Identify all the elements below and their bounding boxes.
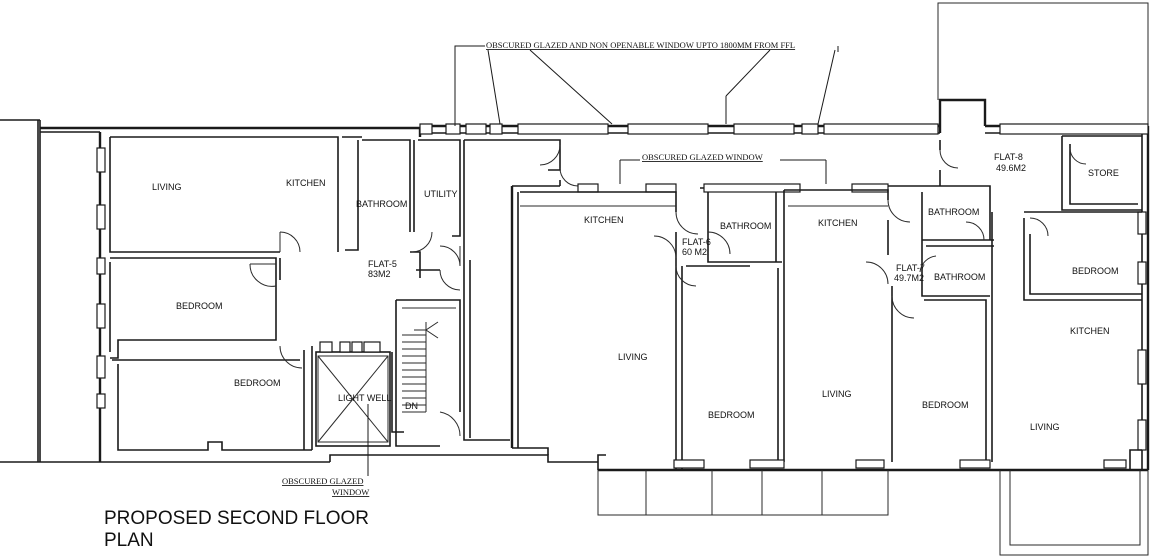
flat5-bathroom-label: BATHROOM	[356, 199, 407, 209]
flat6-doors	[653, 211, 731, 287]
flat6-bedroom-label: BEDROOM	[708, 410, 755, 420]
flat8-name-label: FLAT-8	[994, 152, 1023, 162]
flat8-store-label: STORE	[1088, 168, 1119, 178]
flat8-living-label: LIVING	[1030, 422, 1060, 432]
flat5-name-label: FLAT-5	[368, 259, 397, 269]
flat5-doors	[249, 231, 461, 369]
flat8-walls	[939, 135, 1142, 301]
light-well-label: LIGHT WELL	[338, 393, 391, 403]
flat6-living-label: LIVING	[618, 352, 648, 362]
note-obscured-glazed-line1: OBSCURED GLAZED	[282, 476, 363, 486]
flat7-bathroom2-label: BATHROOM	[934, 272, 985, 282]
flat7-area-label: 49.7M2	[894, 273, 924, 283]
annotation-leaders	[367, 45, 839, 476]
flat8-bedroom-label: BEDROOM	[1072, 266, 1119, 276]
flat5-area-label: 83M2	[368, 269, 391, 279]
flat6-area-label: 60 M2	[682, 247, 707, 257]
west-windows	[96, 147, 1147, 451]
flat8-area-label: 49.6M2	[996, 163, 1026, 173]
flat6-kitchen-label: KITCHEN	[584, 215, 624, 225]
note-obscured-glazed-window: OBSCURED GLAZED WINDOW	[642, 152, 763, 162]
stair-treads	[402, 321, 439, 413]
flat5-kitchen-label: KITCHEN	[286, 178, 326, 188]
note-obscured-non-openable: OBSCURED GLAZED AND NON OPENABLE WINDOW …	[486, 40, 795, 50]
flat7-bathroom1-label: BATHROOM	[928, 207, 979, 217]
drawing-title-line2: PLAN	[104, 530, 154, 551]
flat5-utility-label: UTILITY	[424, 189, 458, 199]
flat6-walls	[510, 183, 801, 470]
flat7-doors	[865, 199, 985, 319]
flat7-kitchen-label: KITCHEN	[818, 218, 858, 228]
flat7-bedroom-label: BEDROOM	[922, 400, 969, 410]
flat5-walls	[109, 136, 465, 451]
flat7-walls	[784, 183, 994, 462]
south-windows	[597, 449, 1142, 470]
stair-core	[315, 299, 461, 447]
flat5-living-label: LIVING	[152, 182, 182, 192]
flat7-living-label: LIVING	[822, 389, 852, 399]
flat6-bathroom-label: BATHROOM	[720, 221, 771, 231]
stair-dn-label: DN	[405, 401, 418, 411]
flat5-bedroom2-label: BEDROOM	[234, 378, 281, 388]
note-obscured-glazed-line2: WINDOW	[332, 487, 369, 497]
flat6-name-label: FLAT-6	[682, 237, 711, 247]
flat7-name-label: FLAT-7	[896, 263, 925, 273]
drawing-title-line1: PROPOSED SECOND FLOOR	[104, 508, 369, 529]
flat8-kitchen-label: KITCHEN	[1070, 326, 1110, 336]
flat5-bedroom1-label: BEDROOM	[176, 301, 223, 311]
north-windows	[419, 123, 1149, 135]
corridor-walls	[463, 139, 579, 441]
